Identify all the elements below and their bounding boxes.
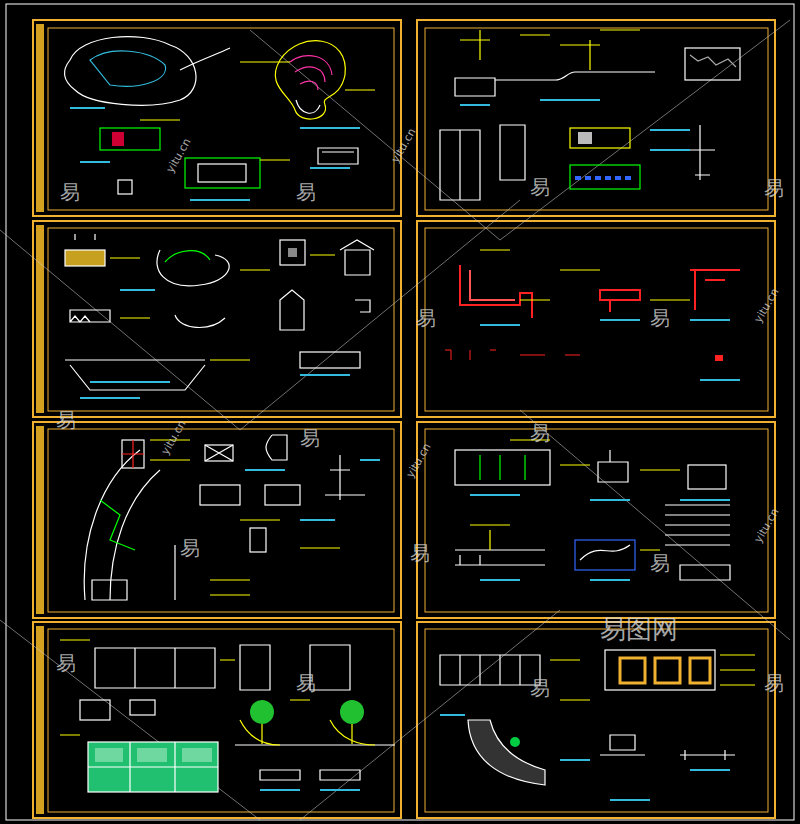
- watermark-glyph: 易: [300, 428, 320, 448]
- watermark-glyph: 易: [296, 182, 316, 202]
- watermark-glyph: 易: [296, 673, 316, 693]
- watermark-glyph: 易图网: [600, 616, 678, 642]
- watermark-glyph: 易: [530, 177, 550, 197]
- watermark-glyph: 易: [180, 538, 200, 558]
- watermark-glyph: 易: [416, 308, 436, 328]
- watermark-glyph: 易: [530, 678, 550, 698]
- watermark-glyph: 易: [530, 423, 550, 443]
- watermark-glyph: 易: [764, 178, 784, 198]
- watermark-glyph: 易: [650, 308, 670, 328]
- watermark-glyph: 易: [56, 410, 76, 430]
- watermark-glyph: 易: [56, 653, 76, 673]
- watermark-glyph: 易: [410, 543, 430, 563]
- watermark-glyph: 易: [60, 182, 80, 202]
- watermark-glyph: 易: [764, 673, 784, 693]
- watermark-glyph: 易: [650, 553, 670, 573]
